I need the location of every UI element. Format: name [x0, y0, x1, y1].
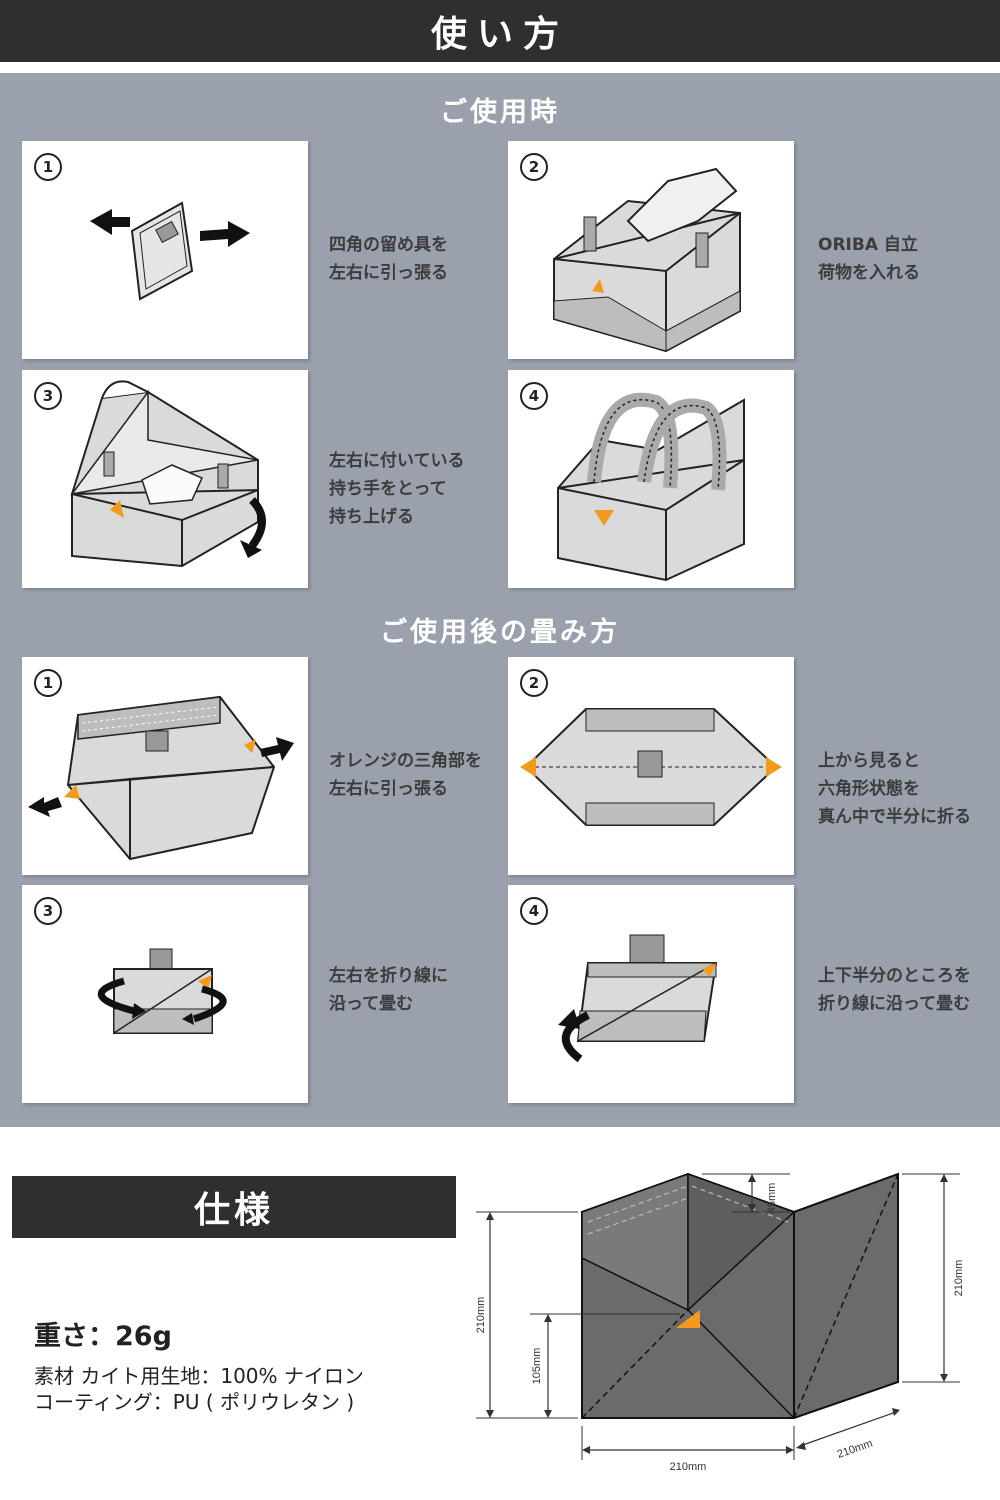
bag-carried-illustration — [557, 392, 745, 582]
fold-step-3-text: 左右を折り線に沿って畳む — [329, 966, 448, 1014]
step-number: 3 — [34, 897, 62, 925]
fold-step-4-text: 上下半分のところを折り線に沿って畳む — [818, 966, 971, 1014]
usage-step-2-text: ORIBA 自立荷物を入れる — [818, 235, 920, 283]
spec-title: 仕様 — [193, 1190, 274, 1231]
fold-step-2-text: 上から見ると六角形状態を真ん中で半分に折る — [818, 751, 971, 827]
fold-step-2-panel: 2 — [508, 657, 794, 875]
spec-material: 素材 カイト用生地：100% ナイロン — [34, 1364, 364, 1388]
usage-step-3-text: 左右に付いている持ち手をとって持ち上げる — [329, 451, 465, 527]
page-title: 使い方 — [430, 14, 569, 55]
page-header: 使い方 — [0, 0, 1000, 62]
usage-step-1-panel: 1 — [22, 141, 308, 359]
dim-105mm: 105mm — [531, 1348, 543, 1385]
fold-half-illustration — [558, 934, 718, 1063]
lift-handles-illustration — [70, 380, 266, 568]
fold-sides-illustration — [98, 948, 227, 1034]
dimension-diagram: 45mm 210mm 210mm 105mm 210mm 210mm — [475, 1172, 965, 1473]
spec-header: 仕様 — [12, 1176, 456, 1238]
step-number: 3 — [34, 382, 62, 410]
step-number: 1 — [34, 153, 62, 181]
spec-weight: 重さ：26g — [34, 1321, 172, 1352]
usage-step-3-panel: 3 — [22, 370, 308, 588]
fold-step-1-text: オレンジの三角部を左右に引っ張る — [329, 751, 482, 799]
step-number: 2 — [520, 669, 548, 697]
dim-210mm-bottom: 210mm — [670, 1461, 707, 1473]
fold-step-1-panel: 1 — [22, 657, 308, 875]
dim-210mm-depth: 210mm — [836, 1438, 875, 1461]
fold-step-3-panel: 3 — [22, 885, 308, 1103]
pull-triangles-illustration — [28, 695, 294, 861]
usage-title: ご使用時 — [440, 97, 560, 128]
usage-step-4-panel: 4 — [508, 370, 794, 588]
dim-210mm-left: 210mm — [475, 1297, 487, 1334]
usage-step-1-text: 四角の留め具を左右に引っ張る — [329, 235, 448, 283]
step-number: 4 — [520, 382, 548, 410]
spec-coating: コーティング：PU ( ポリウレタン ) — [34, 1390, 355, 1414]
dim-45mm: 45mm — [766, 1183, 778, 1214]
hexagon-top-view-illustration — [520, 708, 782, 826]
folding-title: ご使用後の畳み方 — [380, 617, 620, 648]
clasp-illustration — [90, 201, 250, 301]
step-number: 4 — [520, 897, 548, 925]
step-number: 2 — [520, 153, 548, 181]
usage-step-2-panel: 2 — [508, 141, 794, 359]
bag-loading-illustration — [553, 167, 741, 353]
fold-step-4-panel: 4 — [508, 885, 794, 1103]
step-number: 1 — [34, 669, 62, 697]
dim-210mm-right: 210mm — [953, 1260, 965, 1297]
